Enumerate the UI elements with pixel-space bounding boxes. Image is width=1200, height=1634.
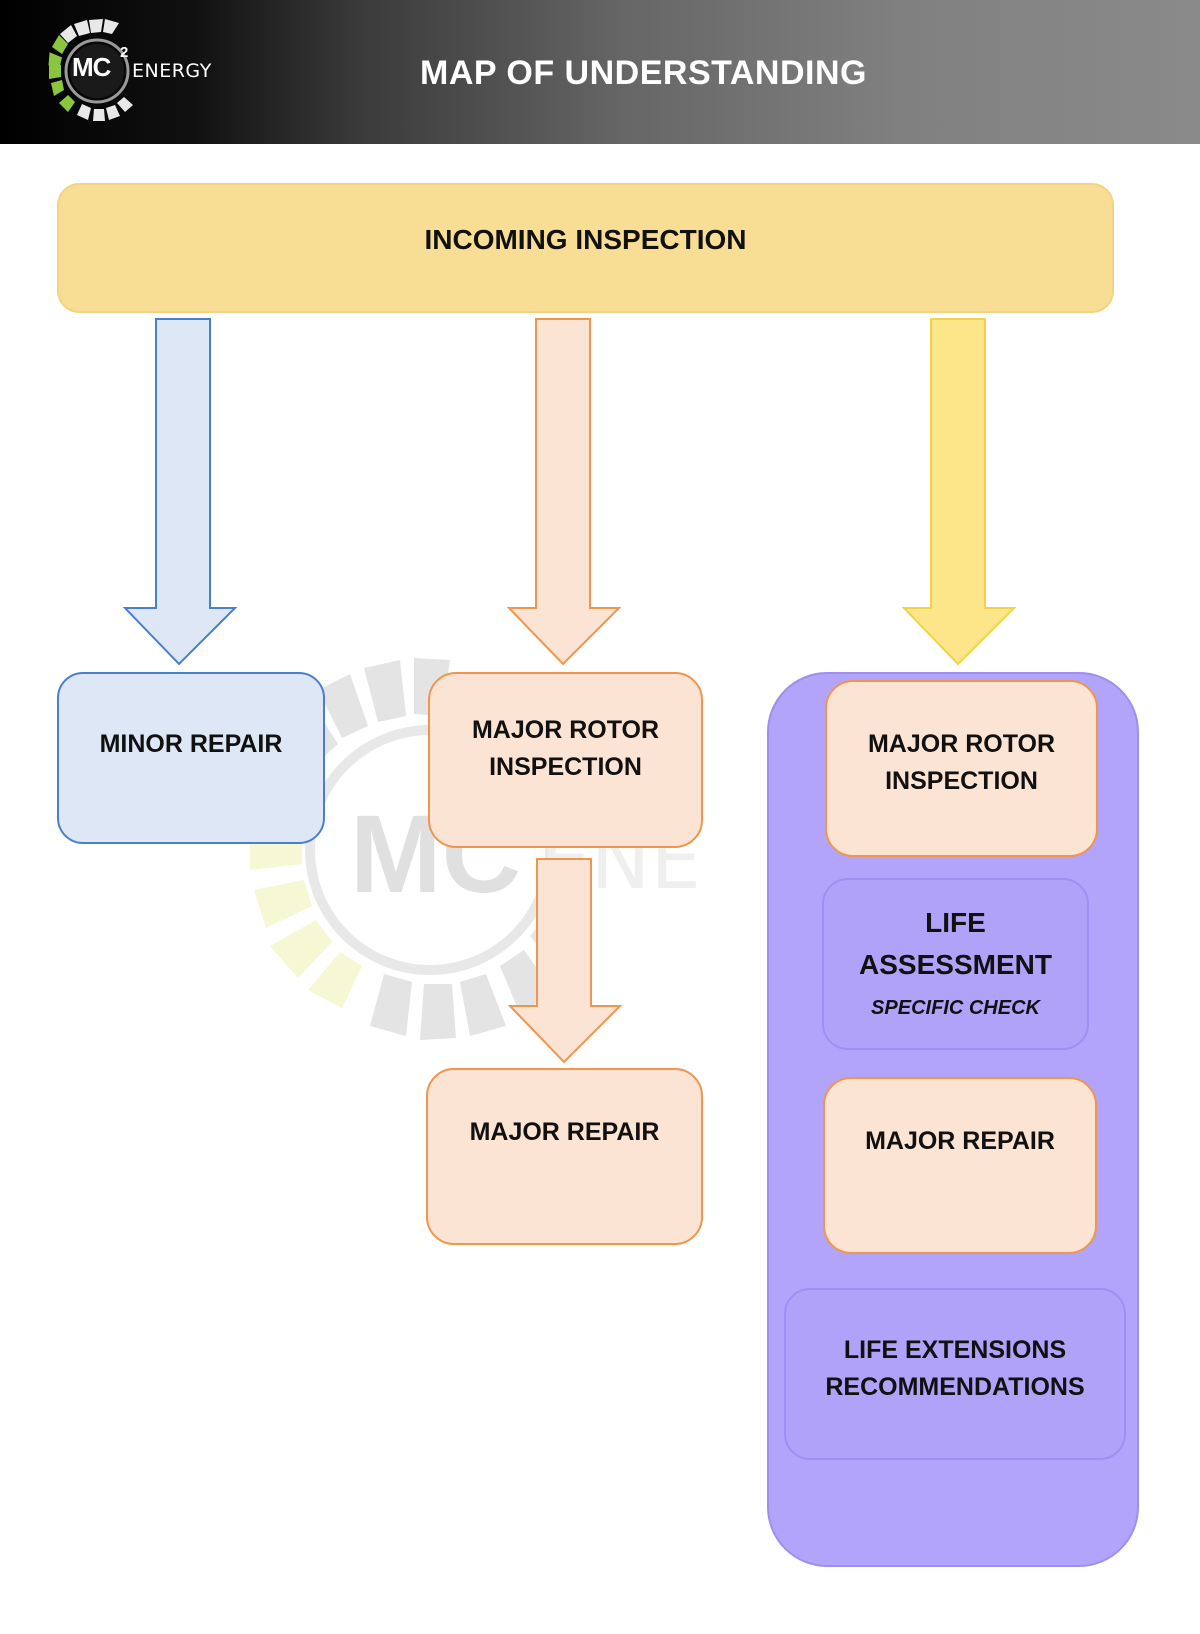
life-extensions-recommendations-box: LIFE EXTENSIONS RECOMMENDATIONS	[784, 1288, 1126, 1460]
major-rotor-inspection-box: MAJOR ROTOR INSPECTION	[428, 672, 703, 848]
minor-repair-box: MINOR REPAIR	[57, 672, 325, 844]
major-rotor-inspection-right-line2: INSPECTION	[885, 767, 1038, 795]
page-title: MAP OF UNDERSTANDING	[420, 54, 867, 92]
life-extensions-line2: RECOMMENDATIONS	[825, 1373, 1085, 1401]
life-assessment-line1: LIFE	[925, 907, 986, 938]
major-repair-right-label: MAJOR REPAIR	[865, 1127, 1055, 1155]
life-assessment-line2: ASSESSMENT	[859, 949, 1052, 980]
major-rotor-inspection-line2: INSPECTION	[489, 753, 642, 781]
life-extensions-line1: LIFE EXTENSIONS	[843, 1336, 1067, 1364]
logo-mark-text: MC	[72, 52, 111, 82]
major-rotor-inspection-box-right: MAJOR ROTOR INSPECTION	[825, 680, 1098, 857]
incoming-inspection-label: INCOMING INSPECTION	[424, 224, 747, 255]
major-repair-label: MAJOR REPAIR	[469, 1118, 660, 1146]
logo-superscript: 2	[120, 44, 129, 61]
arrow-to-major-repair-mid	[507, 858, 623, 1064]
incoming-inspection-box: INCOMING INSPECTION	[57, 183, 1114, 313]
specific-check-note: SPECIFIC CHECK	[871, 997, 1040, 1019]
minor-repair-label: MINOR REPAIR	[99, 730, 283, 758]
major-repair-box-right: MAJOR REPAIR	[823, 1077, 1097, 1254]
life-assessment-box: LIFE ASSESSMENT SPECIFIC CHECK	[822, 878, 1089, 1050]
major-rotor-inspection-line1: MAJOR ROTOR	[471, 716, 660, 744]
major-repair-box: MAJOR REPAIR	[426, 1068, 703, 1245]
header-bar: MC 2 ENERGY MAP OF UNDERSTANDING	[0, 0, 1200, 144]
major-rotor-inspection-right-line1: MAJOR ROTOR	[867, 730, 1056, 758]
arrow-to-minor-repair	[122, 318, 238, 666]
arrow-to-major-rotor-inspection	[506, 318, 622, 666]
mc2-energy-logo-icon	[42, 16, 152, 126]
arrow-to-life-assessment-track	[901, 318, 1017, 666]
logo-wordmark: ENERGY	[132, 60, 212, 82]
